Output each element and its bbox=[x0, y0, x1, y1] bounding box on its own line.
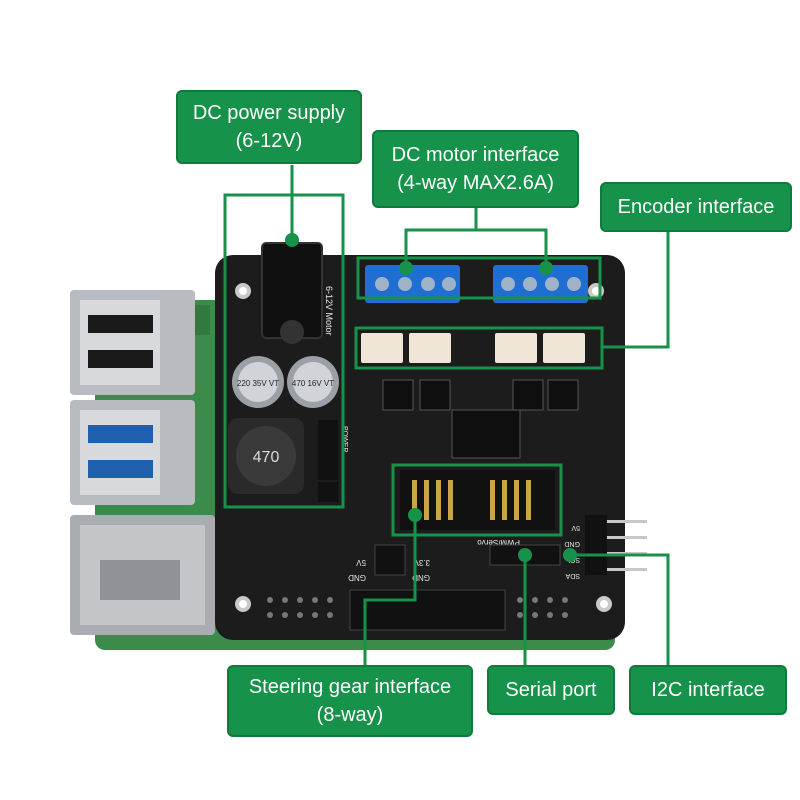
voltage-text: 6-12V Motor bbox=[324, 286, 334, 336]
pin-gnd-text: GND bbox=[348, 573, 366, 582]
dc-motor-title: DC motor interface bbox=[391, 144, 560, 166]
cap2-text: 470 16V VT bbox=[292, 379, 334, 388]
pwm-controller-chip bbox=[451, 409, 521, 459]
terminal-block-right bbox=[493, 265, 588, 303]
pin-33v-text: 3.3V bbox=[413, 558, 430, 567]
capacitor-2 bbox=[287, 356, 339, 408]
i2c-label: I2C interface bbox=[629, 665, 787, 715]
pin-gnd2-text: GND bbox=[412, 573, 430, 582]
usb-port-top bbox=[70, 290, 195, 395]
dc-power-label: DC power supply (6-12V) bbox=[176, 90, 362, 164]
steering-title: Steering gear interface bbox=[248, 676, 452, 698]
capacitor-1 bbox=[232, 356, 284, 408]
dc-motor-label: DC motor interface (4-way MAX2.6A) bbox=[372, 130, 579, 208]
encoder-label: Encoder interface bbox=[600, 182, 792, 232]
encoder-connectors bbox=[361, 333, 585, 363]
steering-label: Steering gear interface (8-way) bbox=[227, 665, 473, 737]
inductor-text: 470 bbox=[253, 449, 280, 466]
serial-label: Serial port bbox=[487, 665, 615, 715]
dc-power-outline bbox=[223, 193, 345, 509]
i2c-gnd-text: GND bbox=[564, 540, 580, 547]
dc-power-title: DC power supply bbox=[192, 102, 346, 124]
serial-title: Serial port bbox=[505, 679, 597, 701]
servo-headers bbox=[400, 470, 555, 530]
gpio-header bbox=[349, 589, 506, 631]
dc-motor-outline bbox=[356, 256, 602, 300]
cap1-text: 220 35V VT bbox=[237, 379, 279, 388]
pwm-servo-text: PWM/Servo bbox=[477, 538, 520, 547]
i2c-5v-text: 5V bbox=[571, 524, 580, 531]
encoder-title: Encoder interface bbox=[617, 196, 775, 218]
usb-port-bottom bbox=[70, 400, 195, 505]
terminal-block-left bbox=[365, 265, 460, 303]
dc-motor-subtitle: (4-way MAX2.6A) bbox=[397, 172, 554, 194]
dc-power-subtitle: (6-12V) bbox=[235, 130, 303, 152]
i2c-sda-text: SDA bbox=[565, 572, 580, 579]
steering-subtitle: (8-way) bbox=[316, 704, 384, 726]
i2c-title: I2C interface bbox=[651, 679, 765, 701]
steering-outline bbox=[391, 463, 563, 537]
ethernet-port bbox=[70, 515, 215, 635]
pin-5v-text: 5V bbox=[356, 558, 366, 567]
